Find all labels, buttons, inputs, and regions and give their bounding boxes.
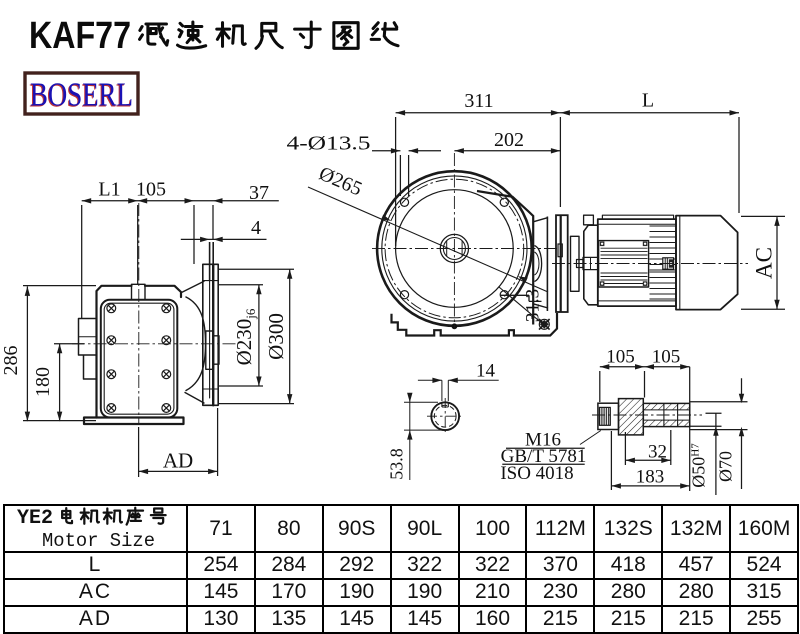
svg-text:ISO 4018: ISO 4018: [500, 463, 573, 484]
svg-text:Ø70: Ø70: [716, 451, 736, 482]
svg-text:L: L: [642, 90, 654, 112]
svg-text:4: 4: [251, 217, 261, 239]
svg-text:32: 32: [648, 442, 667, 463]
svg-text:202: 202: [494, 129, 524, 151]
svg-text:BOSERL: BOSERL: [29, 78, 132, 115]
svg-text:Ø230j6: Ø230j6: [232, 308, 258, 365]
svg-text:4-Ø13.5: 4-Ø13.5: [287, 133, 371, 155]
svg-text:53.8: 53.8: [387, 448, 407, 480]
svg-text:M16: M16: [525, 430, 561, 451]
svg-text:L1: L1: [98, 179, 120, 201]
svg-text:37: 37: [249, 182, 269, 204]
svg-text:105: 105: [136, 179, 166, 201]
svg-text:Ø300: Ø300: [264, 313, 288, 360]
svg-text:AD: AD: [163, 449, 193, 473]
svg-text:GB/T 5781: GB/T 5781: [501, 446, 587, 467]
svg-text:Ø50H7: Ø50H7: [689, 443, 709, 488]
svg-text:Motor Size: Motor Size: [42, 530, 155, 552]
svg-text:31.3: 31.3: [523, 289, 544, 322]
svg-text:183: 183: [636, 467, 665, 488]
svg-text:KAF77: KAF77: [29, 15, 131, 57]
svg-text:AC: AC: [752, 247, 777, 279]
svg-text:YE2: YE2: [17, 507, 53, 530]
svg-text:14: 14: [476, 361, 496, 382]
svg-text:BOSERL: BOSERL: [30, 77, 133, 114]
svg-text:105: 105: [606, 347, 635, 368]
svg-text:180: 180: [32, 367, 54, 397]
svg-text:286: 286: [0, 346, 22, 376]
svg-text:Ø265: Ø265: [316, 163, 366, 201]
svg-text:311: 311: [464, 90, 493, 112]
svg-text:105: 105: [652, 347, 681, 368]
